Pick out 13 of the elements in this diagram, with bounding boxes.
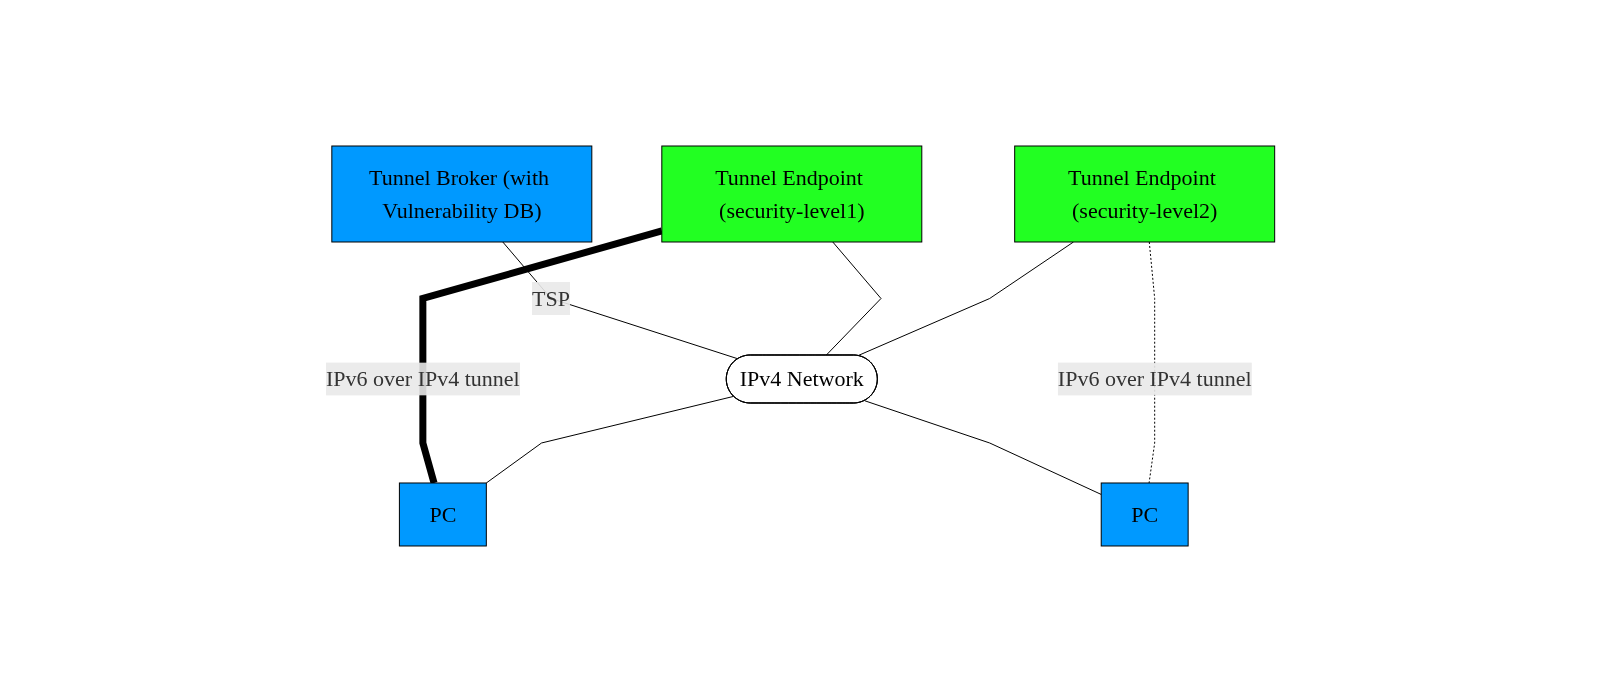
edge-label: IPv6 over IPv4 tunnel <box>326 366 520 392</box>
connector <box>486 395 735 484</box>
connector <box>864 400 1102 495</box>
edge-label: TSP <box>532 285 571 311</box>
node-box: Tunnel Broker (with Vulnerability DB) <box>331 145 593 243</box>
node-box: Tunnel Endpoint (security-level1) <box>661 145 923 243</box>
node-box: PC <box>1100 482 1189 547</box>
node-box: PC <box>399 482 487 547</box>
edge-label: IPv6 over IPv4 tunnel <box>1057 366 1252 392</box>
node-box: Tunnel Endpoint (security-level2) <box>1014 145 1276 243</box>
connector <box>502 241 740 360</box>
connector <box>419 227 663 484</box>
connector <box>825 241 882 356</box>
